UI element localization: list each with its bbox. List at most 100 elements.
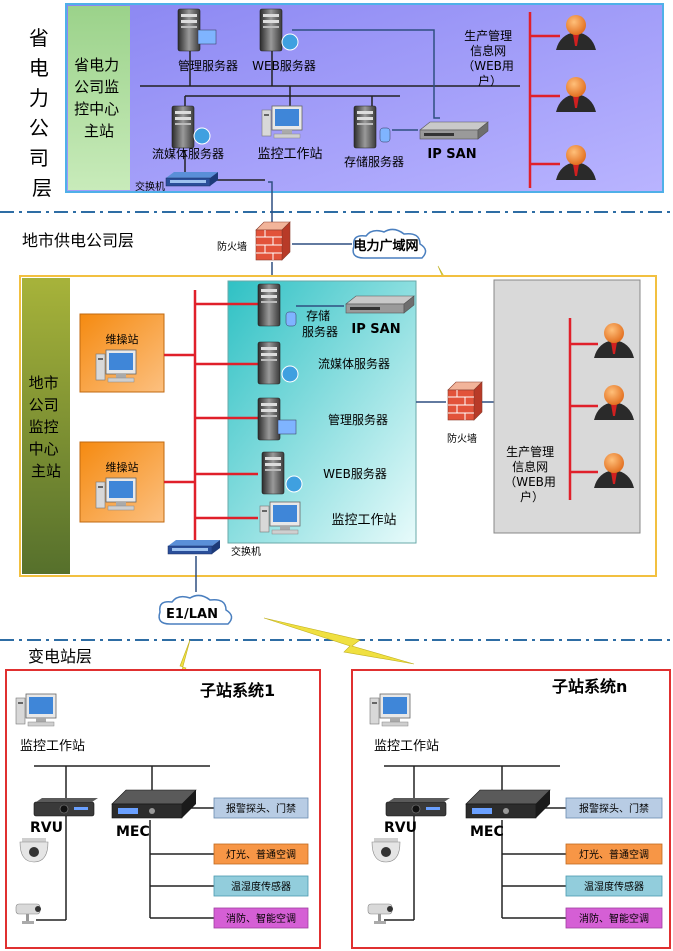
module-fire-box[interactable] [213,907,309,929]
wan-firewall-label: 防火墙 [217,240,247,253]
module-label: 报警探头、门禁 [579,802,649,815]
city-ip-san-icon[interactable] [345,295,415,314]
city-center-title-line: 公司 [29,396,59,414]
province-monitor-station-label: 监控工作站 [257,147,322,162]
module-fire-box[interactable] [565,907,663,929]
mec-device-icon[interactable] [111,789,197,819]
rvu-device-icon[interactable] [385,797,451,817]
city-center-title-box [22,278,70,574]
module-label: 报警探头、门禁 [226,802,296,815]
province-web-server-label: WEB服务器 [252,58,316,73]
city-storage-server-line: 存储 [306,308,330,323]
city-center-title-line: 地市 [29,374,59,392]
city-monitor-station-label: 监控工作站 [331,513,396,528]
module-label: 温湿度传感器 [584,880,644,893]
wireless-link-icon [263,617,415,665]
module-temp-box[interactable] [213,875,309,897]
globe-icon [281,33,299,51]
substation-system-1: 子站系统1 监控工作站 RVU MEC 报警探头、门禁 灯光、普通空调 温湿度传… [5,669,321,949]
city-mgmt-server-screen [277,419,297,435]
province-switch-label: 交换机 [135,180,165,193]
city-switch-icon[interactable] [167,539,221,555]
module-label: 消防、智能空调 [579,912,649,925]
province-layer-char: 电 [29,56,49,80]
province-wan-links [268,29,440,222]
city-layer-label: 地市供电公司层 [22,231,134,250]
module-label: 温湿度传感器 [231,880,291,893]
prod-net-line: （WEB用 [462,59,514,73]
database-icon [379,127,391,143]
province-layer-label: 省 电 力 公 司 层 [29,26,55,200]
province-center-panel [65,3,664,193]
province-layer-char: 公 [29,116,49,140]
province-switch-icon[interactable] [165,171,219,187]
province-stream-server-icon[interactable] [171,105,195,149]
province-ip-san-label: IP SAN [427,147,476,162]
province-storage-server-label: 存储服务器 [344,154,404,169]
mec-device-icon[interactable] [465,789,551,819]
module-temp-box[interactable] [565,875,663,897]
globe-icon [285,475,303,493]
rvu-device-icon[interactable] [33,797,99,817]
province-storage-server-icon[interactable] [353,105,377,149]
module-label: 灯光、普通空调 [579,848,649,861]
city-web-server-icon[interactable] [261,451,285,495]
province-layer-char: 省 [29,26,49,50]
maint-station-label: 维操站 [106,332,139,346]
prod-net-line: 生产管理 [464,28,512,43]
province-layer-char: 司 [29,146,49,170]
province-ip-san-icon[interactable] [419,121,489,140]
city-center-title-line: 主站 [31,462,61,480]
substation-monitor-station-label: 监控工作站 [374,739,439,754]
city-storage-server-label: 存储 服务器 [302,308,338,339]
province-mgmt-server-screen [197,29,217,45]
module-label: 灯光、普通空调 [226,848,296,861]
city-switch-label: 交换机 [231,545,261,558]
prod-net-line: 户） [520,489,544,504]
globe-icon [281,365,299,383]
city-user-bus [568,318,598,500]
city-server-bus [164,290,258,545]
city-center-title-line: 中心 [29,440,59,458]
prod-net-line: 生产管理 [506,444,554,459]
substation-system-n: 子站系统n 监控工作站 RVU MEC 报警探头、门禁 灯光、普通空调 温湿度传… [351,669,671,949]
firewall-icon[interactable] [255,221,291,261]
city-stream-server-icon[interactable] [257,341,281,385]
prod-net-line: （WEB用 [504,475,556,489]
firewall-icon[interactable] [447,381,483,421]
city-prod-net-label: 生产管理 信息网 （WEB用 户） [504,444,560,504]
province-center-title: 省电力 公司监 控中心 主站 [74,56,124,140]
province-web-server-icon[interactable] [259,8,283,52]
province-mgmt-server-icon[interactable] [177,8,201,52]
city-stream-server-label: 流媒体服务器 [318,356,390,371]
module-label: 消防、智能空调 [226,912,296,925]
module-alarm-box[interactable] [565,797,663,819]
globe-icon [193,127,211,145]
database-icon [285,311,297,327]
substation-monitor-station-label: 监控工作站 [20,739,85,754]
city-mgmt-server-label: 管理服务器 [328,412,388,427]
module-light-box[interactable] [213,843,309,865]
city-mgmt-server-icon[interactable] [257,397,281,441]
city-firewall-label: 防火墙 [447,432,477,445]
module-alarm-box[interactable] [213,797,309,819]
province-center-title-line: 控中心 [74,100,119,118]
city-center-title-line: 监控 [29,418,59,436]
city-ip-san-label: IP SAN [351,322,400,337]
province-center-title-line: 主站 [84,122,114,140]
province-center-title-box [68,6,130,190]
prod-net-line: 户） [478,73,502,88]
province-layer-char: 力 [29,86,49,110]
rvu-label: RVU [384,820,417,836]
city-center-title: 地市 公司 监控 中心 主站 [29,374,64,480]
module-light-box[interactable] [565,843,663,865]
province-prod-net-label: 生产管理 信息网 （WEB用 户） [462,28,518,88]
mec-label: MEC [116,824,150,840]
city-storage-server-icon[interactable] [257,283,281,327]
province-user-bus [528,12,560,188]
province-stream-server-label: 流媒体服务器 [152,146,224,161]
substation-title: 子站系统n [552,677,627,696]
prod-net-line: 信息网 [470,43,506,58]
prod-net-line: 信息网 [512,459,548,474]
